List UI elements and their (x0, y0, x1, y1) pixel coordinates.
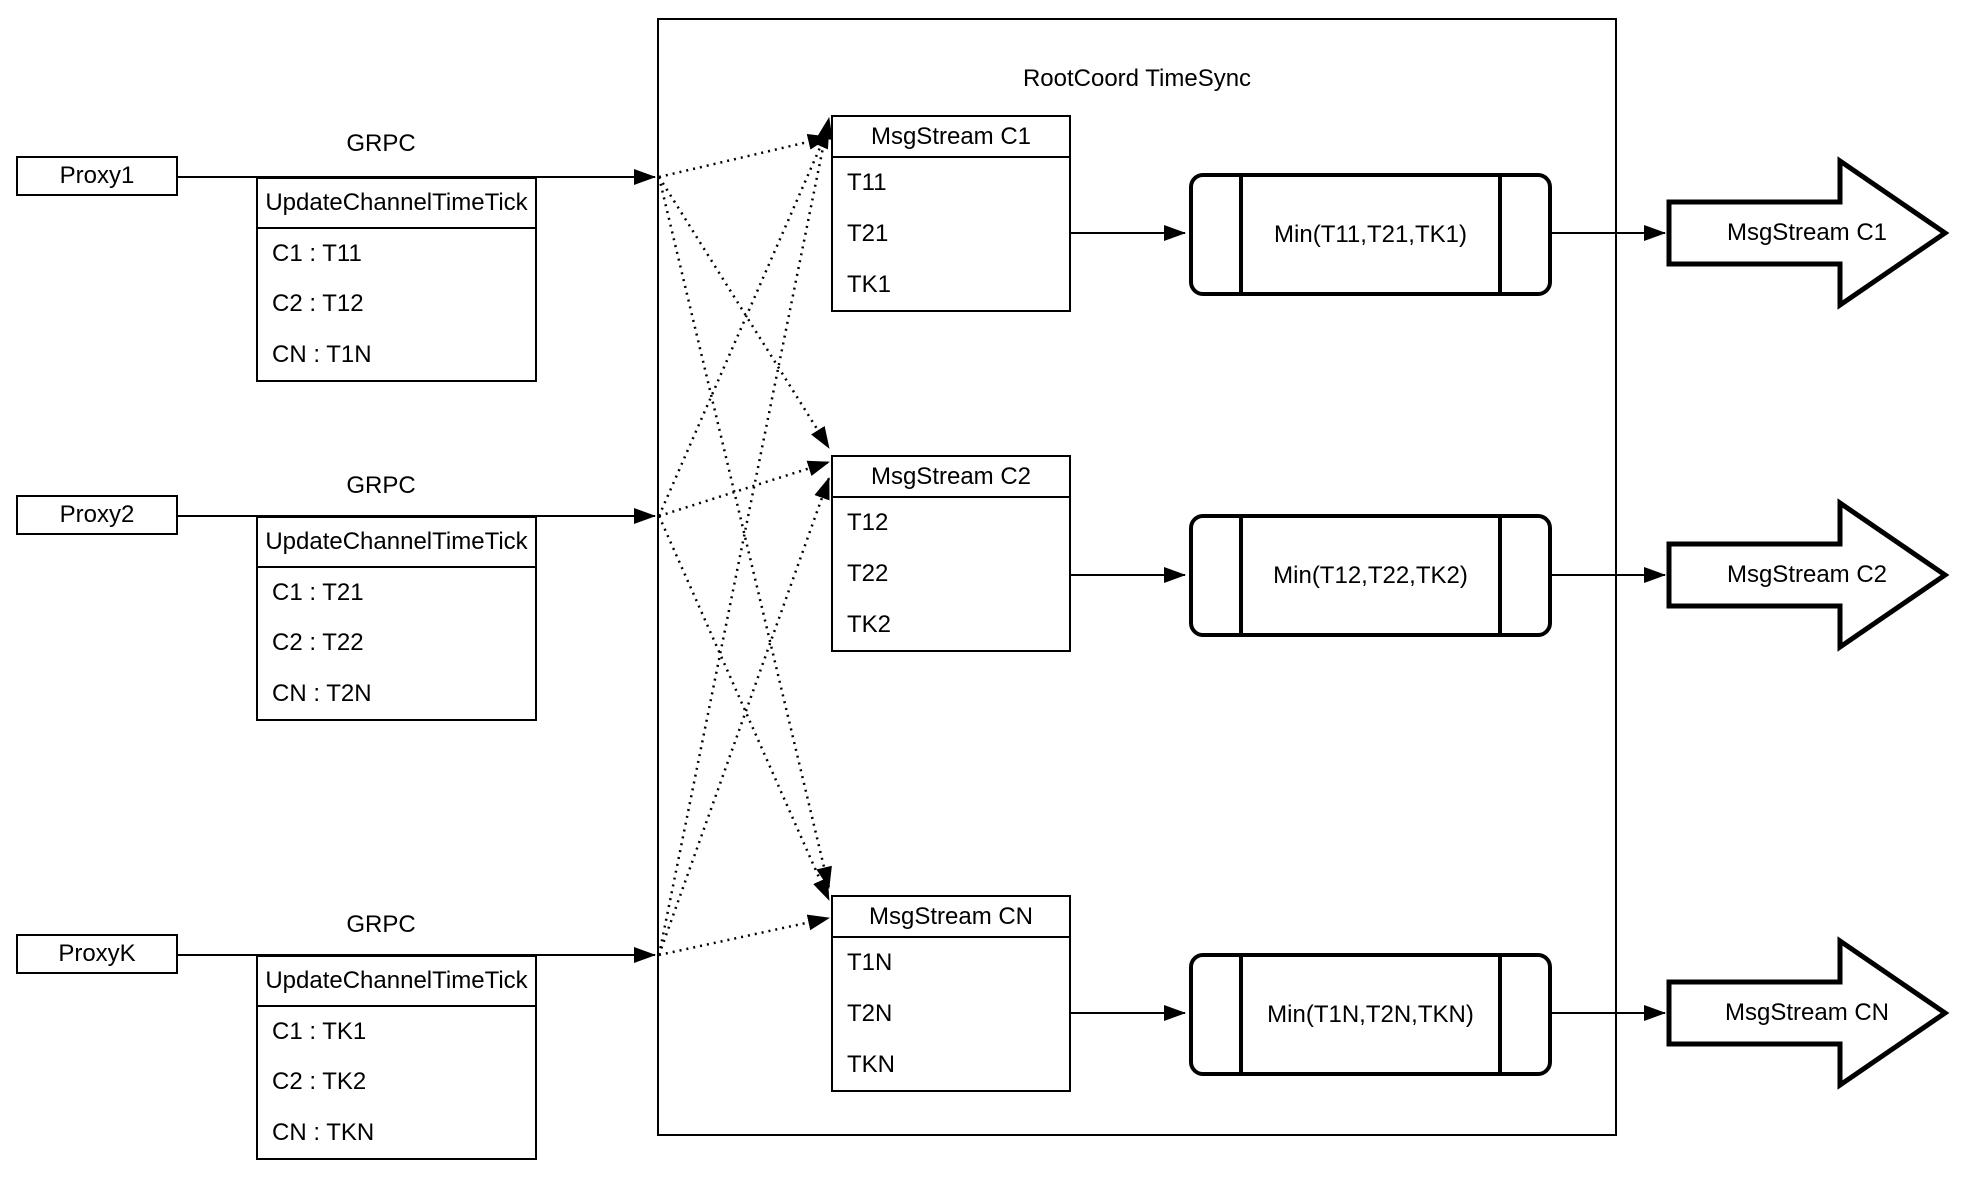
min-c1-label: Min(T11,T21,TK1) (1274, 220, 1467, 248)
proxy2-box: Proxy2 (16, 495, 178, 535)
timetick-row: CN : T1N (272, 340, 372, 368)
update-timetick-header-3: UpdateChannelTimeTick (258, 957, 535, 1007)
output-arrow-c2-label: MsgStream C2 (1726, 561, 1888, 588)
min-box-cn: Min(T1N,T2N,TKN) (1189, 953, 1552, 1076)
timetick-row: CN : TKN (272, 1118, 375, 1146)
msgstream-cn-header: MsgStream CN (833, 897, 1069, 938)
update-timetick-header-2: UpdateChannelTimeTick (258, 518, 535, 568)
stream-to-min-lines (1071, 225, 1186, 1021)
msgstream-c1-table: MsgStream C1 T11 T21 TK1 (831, 115, 1071, 312)
update-timetick-header-1: UpdateChannelTimeTick (258, 179, 535, 229)
update-timetick-table-1: UpdateChannelTimeTick C1 : T11 C2 : T12 … (256, 177, 537, 382)
timetick-row: C2 : T22 (272, 629, 364, 657)
output-block-arrows (1666, 156, 1950, 1090)
proxy1-box: Proxy1 (16, 156, 178, 196)
output-arrow-cn (1666, 936, 1950, 1090)
output-arrow-c1-label: MsgStream C1 (1726, 219, 1888, 246)
grpc-label-3: GRPC (346, 911, 416, 938)
min-box-left-bar (1239, 518, 1243, 633)
rootcoord-title: RootCoord TimeSync (1022, 65, 1252, 92)
msgstream-c1-header: MsgStream C1 (833, 117, 1069, 158)
timetick-row: CN : T2N (272, 679, 372, 707)
min-c2-label: Min(T12,T22,TK2) (1273, 561, 1468, 589)
msgstream-c2-header: MsgStream C2 (833, 457, 1069, 498)
proxyk-label: ProxyK (58, 940, 136, 967)
timestamp-row: TK2 (847, 610, 892, 638)
grpc-label-2: GRPC (346, 472, 416, 499)
proxyk-box: ProxyK (16, 934, 178, 974)
min-to-output-lines (1552, 225, 1666, 1021)
min-box-right-bar (1498, 518, 1502, 633)
timestamp-row: T12 (847, 509, 889, 537)
min-box-left-bar (1239, 957, 1243, 1072)
timestamp-row: T1N (847, 949, 893, 977)
timestamp-row: TKN (847, 1050, 895, 1078)
min-box-c1: Min(T11,T21,TK1) (1189, 173, 1552, 296)
timetick-row: C2 : TK2 (272, 1068, 367, 1096)
min-box-right-bar (1498, 957, 1502, 1072)
min-box-right-bar (1498, 177, 1502, 292)
output-arrow-c1 (1666, 156, 1950, 310)
min-box-left-bar (1239, 177, 1243, 292)
proxy2-label: Proxy2 (59, 501, 135, 528)
update-timetick-table-3: UpdateChannelTimeTick C1 : TK1 C2 : TK2 … (256, 955, 537, 1160)
rootcoord-timesync-container: RootCoord TimeSync (657, 18, 1617, 1136)
msgstream-c2-table: MsgStream C2 T12 T22 TK2 (831, 455, 1071, 652)
output-arrow-cn-label: MsgStream CN (1724, 999, 1890, 1026)
update-timetick-table-2: UpdateChannelTimeTick C1 : T21 C2 : T22 … (256, 516, 537, 721)
min-cn-label: Min(T1N,T2N,TKN) (1267, 1000, 1474, 1028)
msgstream-cn-table: MsgStream CN T1N T2N TKN (831, 895, 1071, 1092)
proxy1-label: Proxy1 (59, 162, 135, 189)
timestamp-row: TK1 (847, 270, 892, 298)
timetick-row: C2 : T12 (272, 290, 364, 318)
timestamp-row: T11 (847, 169, 887, 197)
timestamp-row: T2N (847, 1000, 893, 1027)
output-arrow-c2 (1666, 498, 1950, 652)
timetick-fanout-lines (657, 117, 833, 957)
timestamp-row: T22 (847, 560, 889, 587)
timetick-row: C1 : T11 (272, 240, 362, 268)
min-box-c2: Min(T12,T22,TK2) (1189, 514, 1552, 637)
timetick-row: C1 : T21 (272, 579, 364, 607)
timetick-row: C1 : TK1 (272, 1018, 367, 1046)
grpc-label-1: GRPC (346, 130, 416, 157)
timestamp-row: T21 (847, 220, 889, 247)
